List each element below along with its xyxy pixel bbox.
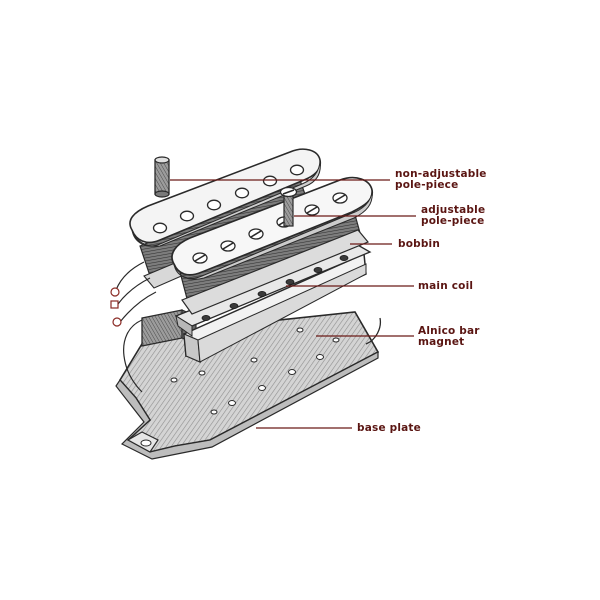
label-line: base plate xyxy=(357,422,421,434)
label-base-plate: base plate xyxy=(357,423,421,434)
base-plate-holes xyxy=(170,327,340,415)
label-line: bobbin xyxy=(398,238,441,250)
label-line: pole-piece xyxy=(421,215,485,227)
loose-adjustable-screw xyxy=(279,186,298,227)
label-line: Alnico bar xyxy=(418,325,480,337)
wire-terminals xyxy=(110,287,122,327)
label-line: adjustable xyxy=(421,204,486,216)
non-adjustable-pole-pieces xyxy=(152,164,305,234)
label-main-coil: main coil xyxy=(418,281,473,292)
front-bobbin xyxy=(171,176,374,315)
base-plate-mount-hole xyxy=(140,439,152,447)
lead-wires xyxy=(115,261,157,393)
label-line: main coil xyxy=(418,280,474,292)
label-line: magnet xyxy=(418,336,465,348)
label-line: non-adjustable xyxy=(395,168,487,180)
spacer-plate-holes xyxy=(201,254,349,321)
alnico-bar-magnet xyxy=(183,252,367,363)
label-alnico-bar-magnet: Alnico bar magnet xyxy=(418,326,480,348)
label-non-adjustable-pole-piece: non-adjustable pole-piece xyxy=(395,169,487,191)
label-line: pole-piece xyxy=(395,179,459,191)
label-adjustable-pole-piece: adjustable pole-piece xyxy=(421,205,485,227)
leader-lines xyxy=(170,179,416,429)
loose-slug-pole-piece xyxy=(154,156,170,198)
spacer-plate xyxy=(174,243,372,337)
label-bobbin: bobbin xyxy=(398,239,440,250)
